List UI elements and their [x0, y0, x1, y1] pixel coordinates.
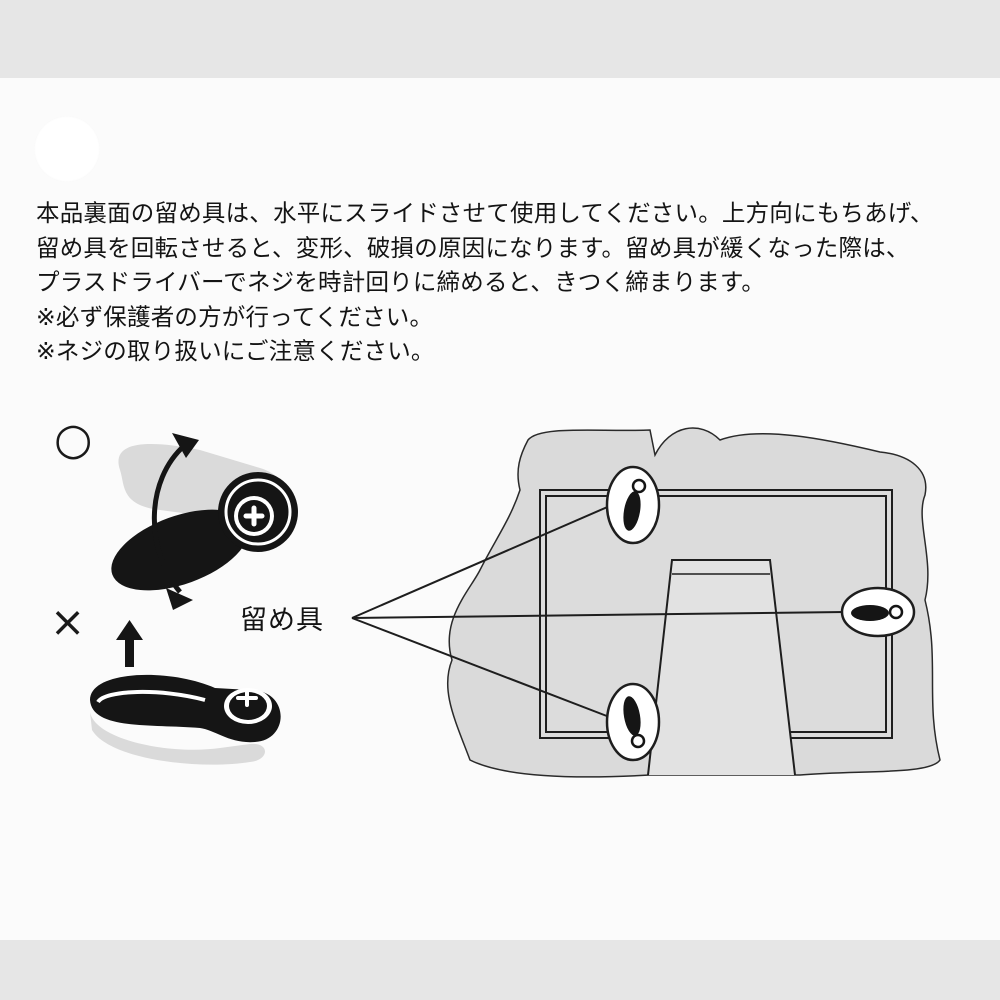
fastener-right	[840, 586, 916, 638]
instruction-text: 本品裏面の留め具は、水平にスライドさせて使用してください。上方向にもちあげ、 留…	[36, 196, 976, 369]
wrong-mark: ×	[50, 597, 86, 646]
fastener-top	[605, 465, 661, 545]
fastener-label: 留め具	[240, 605, 324, 636]
fastener-bottom	[605, 682, 661, 762]
correct-usage-illustration	[111, 433, 298, 610]
correct-mark: ○	[54, 414, 93, 465]
hang-hole	[34, 116, 100, 182]
plus-screw-icon	[236, 690, 258, 707]
instruction-line: 留め具を回転させると、変形、破損の原因になります。留め具が緩くなった際は、	[36, 233, 910, 262]
plus-screw-icon	[243, 505, 265, 527]
instruction-note: ※必ず保護者の方が行ってください。	[36, 302, 434, 331]
up-arrow-icon	[116, 620, 143, 667]
wrong-usage-illustration	[90, 620, 281, 765]
instruction-line: プラスドライバーでネジを時計回りに締めると、きつく締まります。	[36, 268, 766, 296]
instruction-line: 本品裏面の留め具は、水平にスライドさせて使用してください。上方向にもちあげ、	[36, 199, 934, 227]
frame-back-illustration	[351, 427, 941, 778]
instruction-note: ※ネジの取り扱いにご注意ください。	[36, 337, 435, 365]
rotate-arrow-icon	[151, 443, 187, 594]
